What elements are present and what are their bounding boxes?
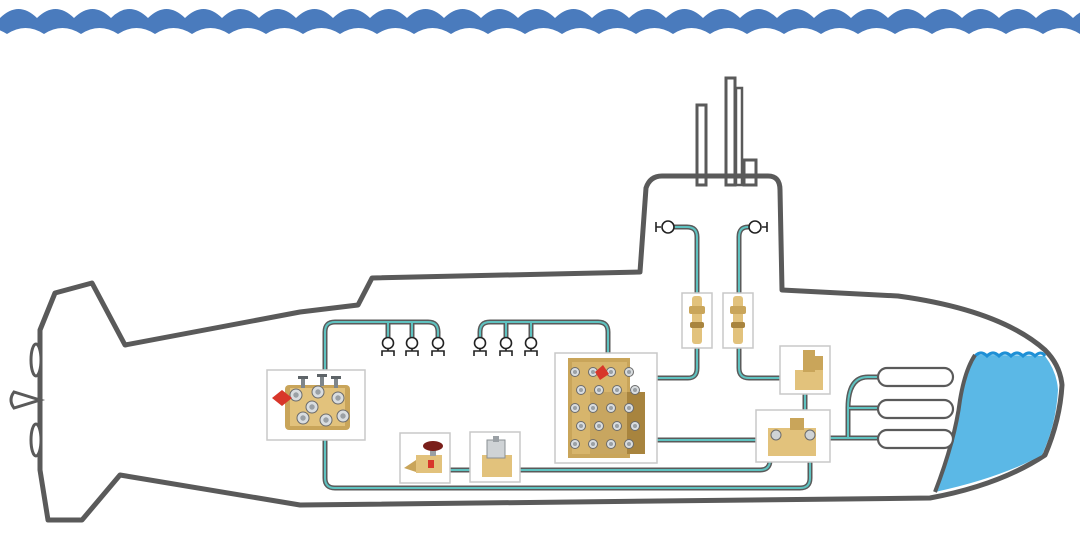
red-valve-handle-icon [595,365,609,380]
ballast-regulator-upper-photo [779,345,831,395]
propeller-icon [9,342,46,458]
regulator-photo [469,431,521,483]
ballast-water-ripple [973,351,1047,359]
pressure-gauge-icon [381,336,395,356]
pipe-segment [738,344,786,379]
tower-gauge-left-icon [655,220,675,234]
pressure-gauge-icon [405,336,419,356]
air-storage-tanks [876,366,955,450]
pressure-gauge-icon [524,336,538,356]
periscope-masts [695,76,758,187]
water-surface-waves [0,9,1080,34]
pressure-gauge-icon [431,336,445,356]
needle-valve-photo [399,432,451,484]
ballast-regulator-lower-photo [755,409,831,463]
pipe-segment-outline [477,319,611,358]
pipe-segment [324,419,811,489]
submarine-hull [37,173,1065,523]
pipe-segment [654,299,698,379]
pipe-segment-outline [672,224,700,303]
pipe-segment-outline [736,342,788,381]
pressure-gauges [381,336,538,356]
pipe-segment [674,226,698,301]
air-tank-2 [876,398,955,420]
air-tank-1 [876,366,955,388]
main-manifold-photo [266,369,366,441]
air-tank-3 [876,428,955,450]
red-valve-handle-icon [272,390,292,406]
bow-bulkhead [933,353,977,493]
conning-filter-left-photo [681,292,713,349]
tower-gauge-right-icon [748,220,768,234]
central-manifold-photo [554,352,658,464]
pipe-segment-outline [736,224,751,303]
ballast-water [935,355,1058,492]
pressure-gauge-icon [473,336,487,356]
conning-filter-right-photo [722,292,754,349]
wave-band [0,9,1080,34]
pipe-segment [324,321,439,421]
pressure-gauge-icon [499,336,513,356]
pipe-segment [479,321,609,356]
pipe-segment [738,226,749,301]
